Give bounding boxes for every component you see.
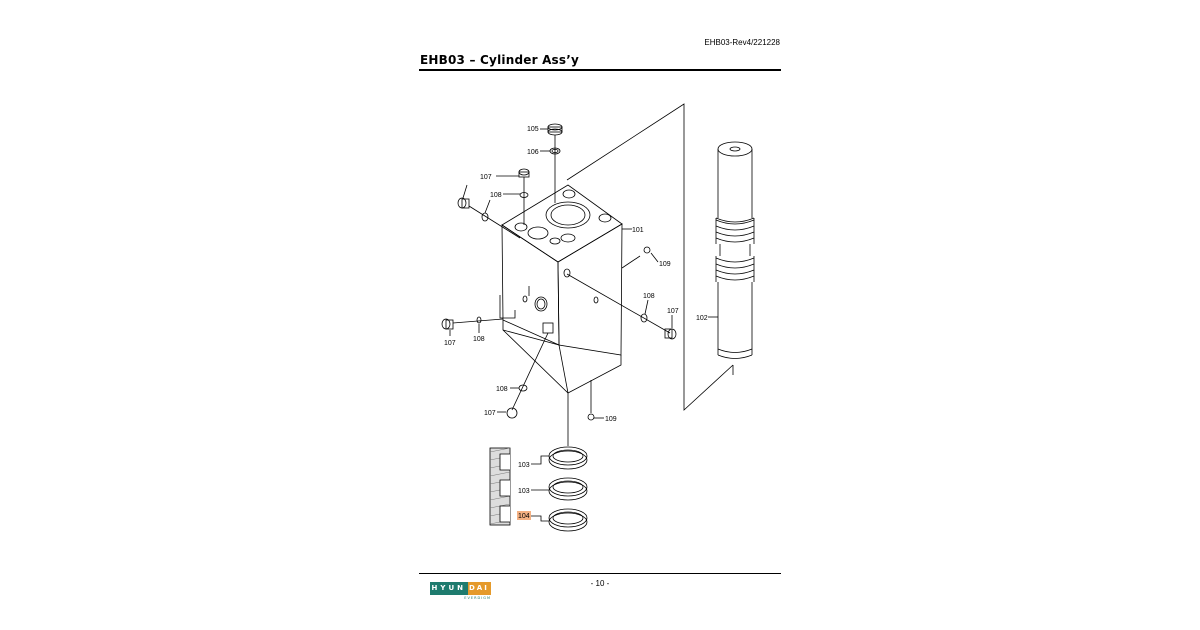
plug-107-top [496,168,530,225]
page-number: - 10 - [590,579,610,588]
callout-107-left: 107 [444,340,456,347]
wiper-ring-103-upper [531,446,588,470]
plug-107-lower [497,332,549,419]
callout-108-top: 108 [490,192,502,199]
callout-102: 102 [696,315,708,322]
callout-103-middle: 103 [518,488,530,495]
callout-103-upper: 103 [518,462,530,469]
highlight-104 [517,511,531,520]
logo-subtext: EVERDIGM [464,596,491,600]
pin-109-right [621,246,659,269]
seal-106 [540,147,561,155]
callout-107-right: 107 [667,308,679,315]
callout-105: 105 [527,126,539,133]
logo-text-right: DAI [468,582,491,595]
callout-107-top: 107 [480,174,492,181]
callout-109-right: 109 [659,261,671,268]
document-code: EHB03-Rev4/221228 [704,38,780,47]
callout-108-left: 108 [473,336,485,343]
callout-104: 104 [518,513,530,520]
plug-107-right [566,273,677,340]
logo-text-left: HYUN [430,582,468,595]
callout-101: 101 [632,227,644,234]
callout-108-lower: 108 [496,386,508,393]
seal-104 [531,508,588,532]
piston [715,141,755,359]
page-title: EHB03 – Cylinder Ass’y [420,53,580,67]
plug-105 [540,123,563,203]
ring-103-middle [531,477,588,501]
callout-109-bottom: 109 [605,416,617,423]
cylinder-body [499,184,623,394]
seal-groove-section [489,447,511,526]
header-divider [419,69,781,71]
pin-109-bottom [587,380,604,421]
hyundai-everdigm-logo: HYUN DAI EVERDIGM [430,582,491,603]
plug-107-left [441,316,504,336]
callout-108-right: 108 [643,293,655,300]
callout-106: 106 [527,149,539,156]
footer-divider [419,573,781,574]
plug-107-upper-left [457,184,521,239]
assembly-bracket [566,103,734,411]
callout-107-lower: 107 [484,410,496,417]
